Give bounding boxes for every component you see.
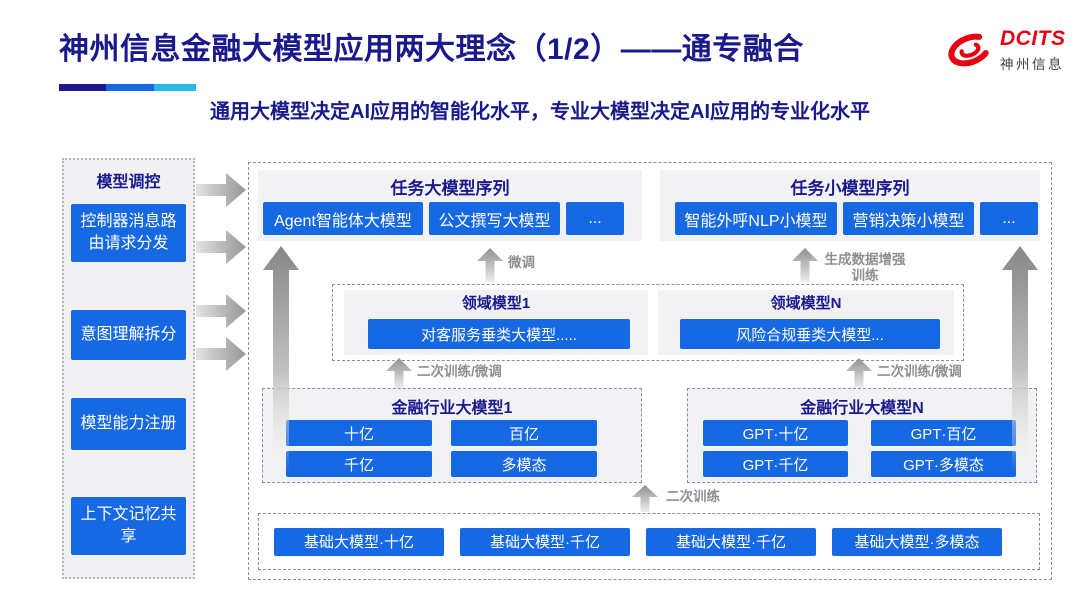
sidebar-title: 模型调控 (96, 174, 161, 191)
panel-title: 金融行业大模型N (800, 400, 924, 417)
arrow-up-icon (386, 358, 412, 388)
accent-cyan (154, 84, 196, 91)
task-large-buttons: Agent智能体大模型 公文撰写大模型 ... (263, 202, 624, 235)
panel-title: 任务小模型序列 (790, 179, 910, 198)
model-box-gpt-1b: GPT·十亿 (703, 420, 848, 446)
model-box-foundation-100b: 基础大模型·千亿 (460, 527, 630, 556)
model-control-sidebar: 模型调控 控制器消息路由请求分发 意图理解拆分 模型能力注册 上下文记忆共享 (62, 158, 195, 579)
model-box-ellipsis: ... (980, 202, 1038, 235)
model-box-100b: 千亿 (286, 451, 432, 477)
page-title: 神州信息金融大模型应用两大理念（1/2）——通专融合 (59, 33, 804, 66)
sidebar-item-context-memory: 上下文记忆共享 (71, 497, 186, 555)
label-retrain: 二次训练 (666, 489, 720, 504)
arrow-right-icon (196, 294, 246, 328)
arrow-right-icon (196, 337, 246, 371)
architecture-container (248, 162, 1052, 580)
model-box-gpt-10b: GPT·百亿 (871, 420, 1016, 446)
model-box-multimodal: 多模态 (451, 451, 597, 477)
tall-arrow-up-icon (263, 246, 299, 472)
panel-title: 领域模型1 (461, 295, 531, 312)
arrow-right-icon (196, 173, 246, 207)
domain-model-1-panel: 领域模型1 对客服务垂类大模型..... (344, 290, 648, 355)
logo-text: DCITS 神州信息 (1000, 27, 1066, 73)
arrow-up-icon (477, 248, 503, 282)
arrow-right-icon (196, 230, 246, 264)
model-box-foundation-1b: 基础大模型·十亿 (274, 527, 444, 556)
title-accent-bar (59, 84, 196, 91)
model-box-foundation-100b-2: 基础大模型·千亿 (646, 527, 816, 556)
label-retrain-finetune-left: 二次训练/微调 (417, 364, 502, 379)
model-box-foundation-multimodal: 基础大模型·多模态 (832, 527, 1002, 556)
label-fine-tune: 微调 (508, 255, 535, 270)
model-box-1b: 十亿 (286, 420, 432, 446)
industry-model-1-panel: 金融行业大模型1 十亿 百亿 千亿 多模态 (262, 388, 642, 483)
industry-n-grid: GPT·十亿 GPT·百亿 GPT·千亿 GPT·多模态 (703, 420, 1016, 477)
logo-brand-en: DCITS (1000, 27, 1066, 50)
arrow-up-icon (792, 248, 818, 282)
model-box-risk-compliance: 风险合规垂类大模型... (680, 319, 940, 349)
model-box-gpt-100b: GPT·千亿 (703, 451, 848, 477)
model-box-agent: Agent智能体大模型 (263, 202, 423, 235)
model-box-marketing-decision: 营销决策小模型 (843, 202, 974, 235)
foundation-models-container: 基础大模型·十亿 基础大模型·千亿 基础大模型·千亿 基础大模型·多模态 (258, 513, 1040, 570)
panel-title: 领域模型N (770, 295, 842, 312)
model-box-customer-service: 对客服务垂类大模型..... (368, 319, 630, 349)
sidebar-item-controller-routing: 控制器消息路由请求分发 (71, 204, 186, 262)
dcits-logo: DCITS 神州信息 (944, 24, 1076, 76)
model-box-nlp-outbound: 智能外呼NLP小模型 (675, 202, 837, 235)
tall-arrow-up-icon (1002, 246, 1038, 472)
task-large-model-panel: 任务大模型序列 Agent智能体大模型 公文撰写大模型 ... (258, 170, 642, 241)
domain-model-n-panel: 领域模型N 风险合规垂类大模型... (658, 290, 954, 355)
slide-subtitle: 通用大模型决定AI应用的智能化水平，专业大模型决定AI应用的专业化水平 (210, 101, 870, 123)
arrow-up-icon (632, 485, 658, 512)
industry-model-n-panel: 金融行业大模型N GPT·十亿 GPT·百亿 GPT·千亿 GPT·多模态 (687, 388, 1037, 483)
industry-1-grid: 十亿 百亿 千亿 多模态 (286, 420, 597, 477)
label-gen-data-augment: 生成数据增强训练 (824, 252, 906, 283)
domain-models-container (332, 284, 964, 361)
logo-brand-cn: 神州信息 (1000, 57, 1064, 72)
sidebar-item-capability-register: 模型能力注册 (71, 398, 186, 450)
model-box-ellipsis: ... (566, 202, 624, 235)
panel-title: 金融行业大模型1 (391, 400, 513, 417)
accent-blue (106, 84, 154, 91)
model-box-10b: 百亿 (451, 420, 597, 446)
label-retrain-finetune-right: 二次训练/微调 (877, 364, 962, 379)
model-box-document-writing: 公文撰写大模型 (429, 202, 560, 235)
accent-navy (59, 84, 106, 91)
model-box-gpt-multimodal: GPT·多模态 (871, 451, 1016, 477)
sidebar-item-intent-split: 意图理解拆分 (71, 310, 186, 360)
task-small-model-panel: 任务小模型序列 智能外呼NLP小模型 营销决策小模型 ... (660, 170, 1040, 241)
panel-title: 任务大模型序列 (390, 179, 510, 198)
dcits-swirl-icon (948, 33, 992, 67)
task-small-buttons: 智能外呼NLP小模型 营销决策小模型 ... (675, 202, 1038, 235)
arrow-up-icon (846, 358, 872, 388)
